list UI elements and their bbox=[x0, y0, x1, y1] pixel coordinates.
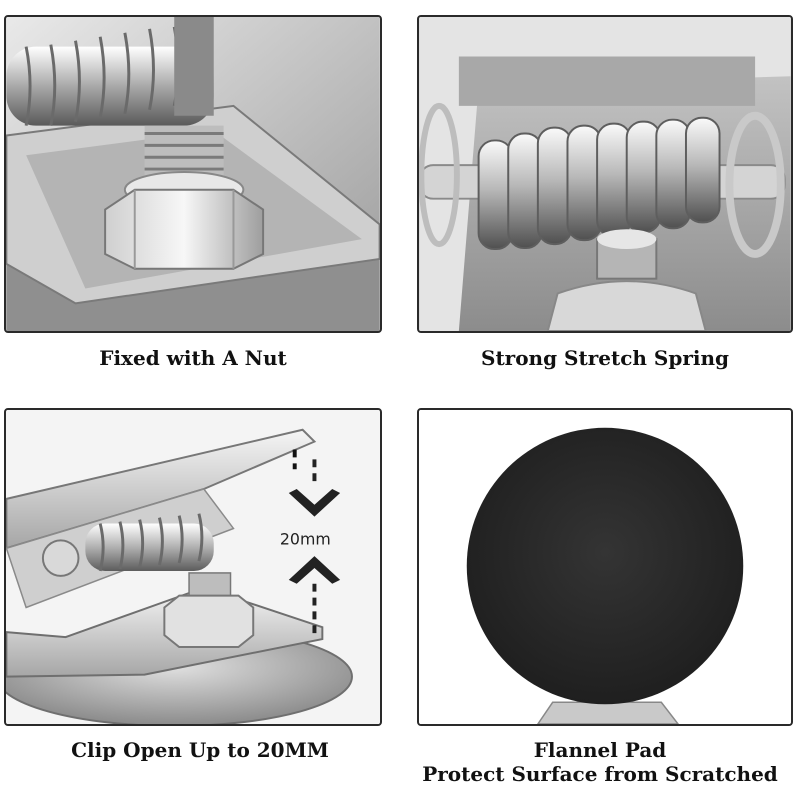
arrow-up-icon bbox=[288, 556, 341, 584]
hex-nut bbox=[104, 125, 265, 270]
caption-fixed-with-nut: Fixed with A Nut bbox=[99, 346, 287, 370]
bolt-head bbox=[546, 229, 707, 331]
spring-coil bbox=[6, 26, 214, 126]
flannel-pad-illustration bbox=[419, 410, 791, 724]
nut-closeup-image bbox=[4, 15, 382, 333]
clip-open-image: 20mm bbox=[4, 408, 382, 726]
stretch-spring bbox=[477, 116, 721, 251]
caption-strong-spring: Strong Stretch Spring bbox=[481, 346, 729, 370]
dimension-indicator: 20mm bbox=[280, 449, 341, 634]
spring-closeup-image bbox=[417, 15, 793, 333]
flannel-pad-image bbox=[417, 408, 793, 726]
arrow-down-icon bbox=[288, 488, 341, 517]
clip-spring bbox=[85, 513, 214, 572]
caption-protect-surface: Protect Surface from Scratched bbox=[422, 762, 778, 786]
clip-open-illustration: 20mm bbox=[6, 410, 380, 724]
clip-nut bbox=[163, 572, 255, 648]
dimension-label: 20mm bbox=[280, 529, 331, 548]
caption-clip-open: Clip Open Up to 20MM bbox=[71, 738, 329, 762]
caption-flannel-pad: Flannel Pad bbox=[533, 738, 667, 762]
spring-closeup-illustration bbox=[419, 17, 791, 331]
nut-closeup-illustration bbox=[6, 17, 380, 331]
flannel-pad bbox=[466, 427, 744, 705]
